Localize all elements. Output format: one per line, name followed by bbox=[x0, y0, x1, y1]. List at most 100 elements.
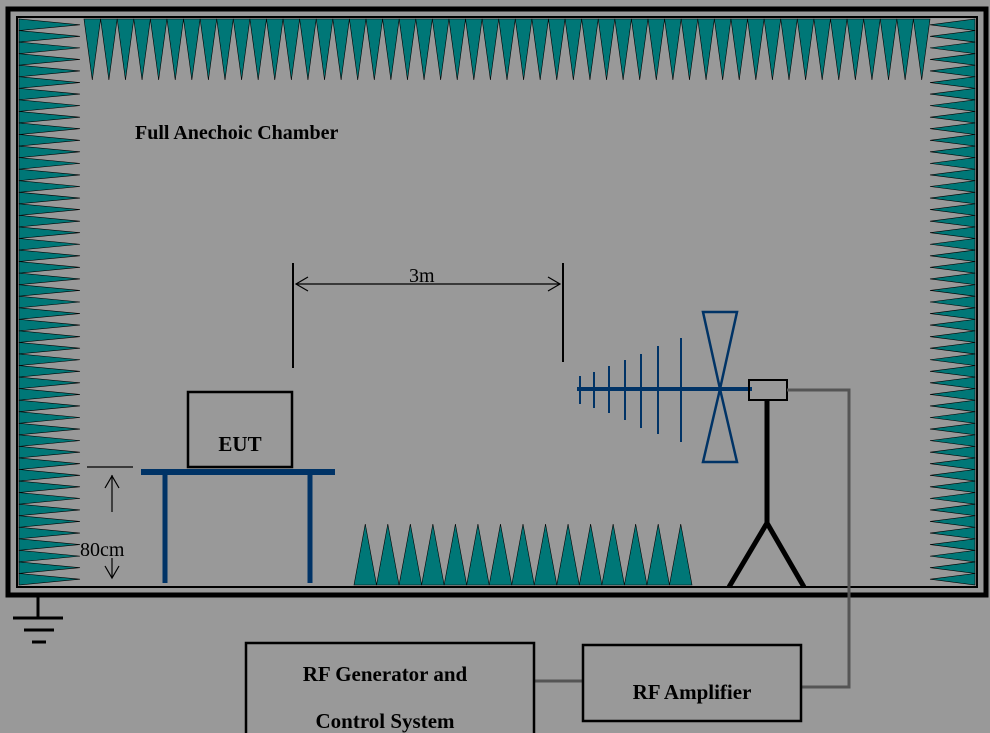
absorber-cone bbox=[18, 145, 81, 158]
absorber-cone bbox=[398, 523, 422, 586]
absorber-cone bbox=[216, 18, 234, 81]
distance-marker: 3m bbox=[292, 263, 564, 368]
absorber-cone bbox=[83, 18, 101, 81]
rf-amplifier-label: RF Amplifier bbox=[633, 680, 752, 704]
absorber-cone bbox=[18, 168, 81, 182]
absorber-cone bbox=[466, 523, 490, 586]
log-periodic-antenna-icon bbox=[577, 310, 752, 464]
absorber-cone bbox=[18, 411, 81, 424]
absorber-cone bbox=[18, 388, 81, 401]
absorber-cone bbox=[18, 238, 81, 251]
absorber-cone bbox=[18, 307, 81, 320]
absorber-cone bbox=[18, 157, 81, 170]
absorber-cone bbox=[332, 18, 350, 81]
absorber-cone bbox=[929, 365, 976, 378]
tripod bbox=[726, 400, 807, 589]
absorber-cone bbox=[896, 18, 914, 81]
absorber-cone bbox=[929, 353, 976, 366]
absorber-cone bbox=[18, 342, 81, 355]
absorber-cone bbox=[929, 134, 976, 147]
distance-label: 3m bbox=[409, 265, 435, 287]
absorber-cone bbox=[315, 18, 334, 81]
absorber-cone bbox=[511, 523, 535, 586]
absorber-cone bbox=[443, 523, 468, 586]
absorber-cone bbox=[624, 523, 648, 586]
absorber-cone bbox=[481, 18, 500, 81]
absorber-cone bbox=[18, 480, 81, 493]
absorber-cone bbox=[448, 18, 466, 81]
absorber-cone bbox=[664, 18, 682, 81]
absorber-cone bbox=[929, 203, 976, 216]
absorber-cone bbox=[18, 573, 81, 586]
absorber-cone bbox=[533, 523, 558, 586]
absorber-cone bbox=[18, 538, 81, 551]
absorber-cone bbox=[556, 523, 580, 586]
absorber-cone bbox=[18, 492, 81, 505]
absorber-cone bbox=[714, 18, 732, 81]
absorber-cone bbox=[18, 272, 81, 286]
antenna-cable bbox=[787, 388, 851, 689]
absorber-cone bbox=[18, 561, 81, 574]
ground-symbol-icon bbox=[13, 597, 63, 644]
absorber-cone bbox=[18, 64, 81, 78]
eut-label: EUT bbox=[218, 432, 261, 456]
absorber-cone bbox=[730, 18, 748, 81]
absorber-cone bbox=[133, 18, 151, 81]
absorber-cone bbox=[813, 18, 831, 81]
absorber-cone bbox=[763, 18, 782, 81]
absorber-cone bbox=[929, 53, 976, 66]
absorber-cone bbox=[631, 18, 649, 81]
absorber-cone bbox=[796, 18, 815, 81]
absorber-cone bbox=[564, 18, 582, 81]
absorber-cone bbox=[929, 99, 976, 112]
absorber-cone bbox=[18, 295, 81, 309]
absorber-cone bbox=[18, 18, 81, 31]
arrow-icon bbox=[294, 276, 309, 292]
absorber-cone bbox=[929, 411, 976, 424]
absorber-cone bbox=[18, 376, 81, 389]
absorber-cone bbox=[669, 523, 693, 586]
absorber-cone bbox=[18, 330, 81, 343]
absorber-cone bbox=[18, 226, 81, 239]
chamber-outer-wall bbox=[5, 6, 989, 598]
absorber-cone bbox=[929, 561, 976, 574]
absorber-cone bbox=[929, 422, 976, 436]
absorber-cone bbox=[929, 215, 976, 228]
floor-absorbers bbox=[353, 523, 693, 586]
absorber-cone bbox=[929, 261, 976, 274]
absorber-cone bbox=[597, 18, 616, 81]
absorber-cone bbox=[646, 523, 670, 586]
absorber-cone bbox=[18, 134, 81, 147]
absorber-cone bbox=[18, 180, 81, 193]
absorber-cone bbox=[415, 18, 433, 81]
absorber-cone bbox=[780, 18, 798, 81]
absorber-cone bbox=[929, 18, 976, 31]
absorber-cone bbox=[614, 18, 632, 81]
absorber-cone bbox=[929, 388, 976, 401]
absorber-cone bbox=[18, 318, 81, 332]
absorber-cone bbox=[830, 18, 848, 81]
absorber-cone bbox=[929, 191, 976, 205]
absorber-cone bbox=[18, 284, 81, 297]
absorber-cone bbox=[282, 18, 300, 81]
absorber-cone bbox=[929, 376, 976, 389]
absorber-cone bbox=[929, 111, 976, 124]
absorber-cone bbox=[18, 422, 81, 436]
absorber-cone bbox=[498, 18, 516, 81]
absorber-cone bbox=[680, 18, 699, 81]
arrow-icon bbox=[104, 565, 120, 580]
absorber-cone bbox=[929, 469, 976, 482]
absorber-cone bbox=[18, 446, 81, 459]
absorber-cone bbox=[465, 18, 483, 81]
absorber-cone bbox=[18, 53, 81, 66]
absorber-cone bbox=[18, 365, 81, 378]
arrow-icon bbox=[547, 276, 562, 292]
absorber-cone bbox=[353, 523, 377, 586]
absorber-cone bbox=[929, 249, 976, 262]
absorber-cone bbox=[929, 64, 976, 78]
absorber-cone bbox=[929, 168, 976, 182]
absorber-cone bbox=[601, 523, 625, 586]
absorber-cone bbox=[929, 87, 976, 101]
chamber-inner-wall bbox=[16, 16, 978, 588]
absorber-cone bbox=[929, 180, 976, 193]
